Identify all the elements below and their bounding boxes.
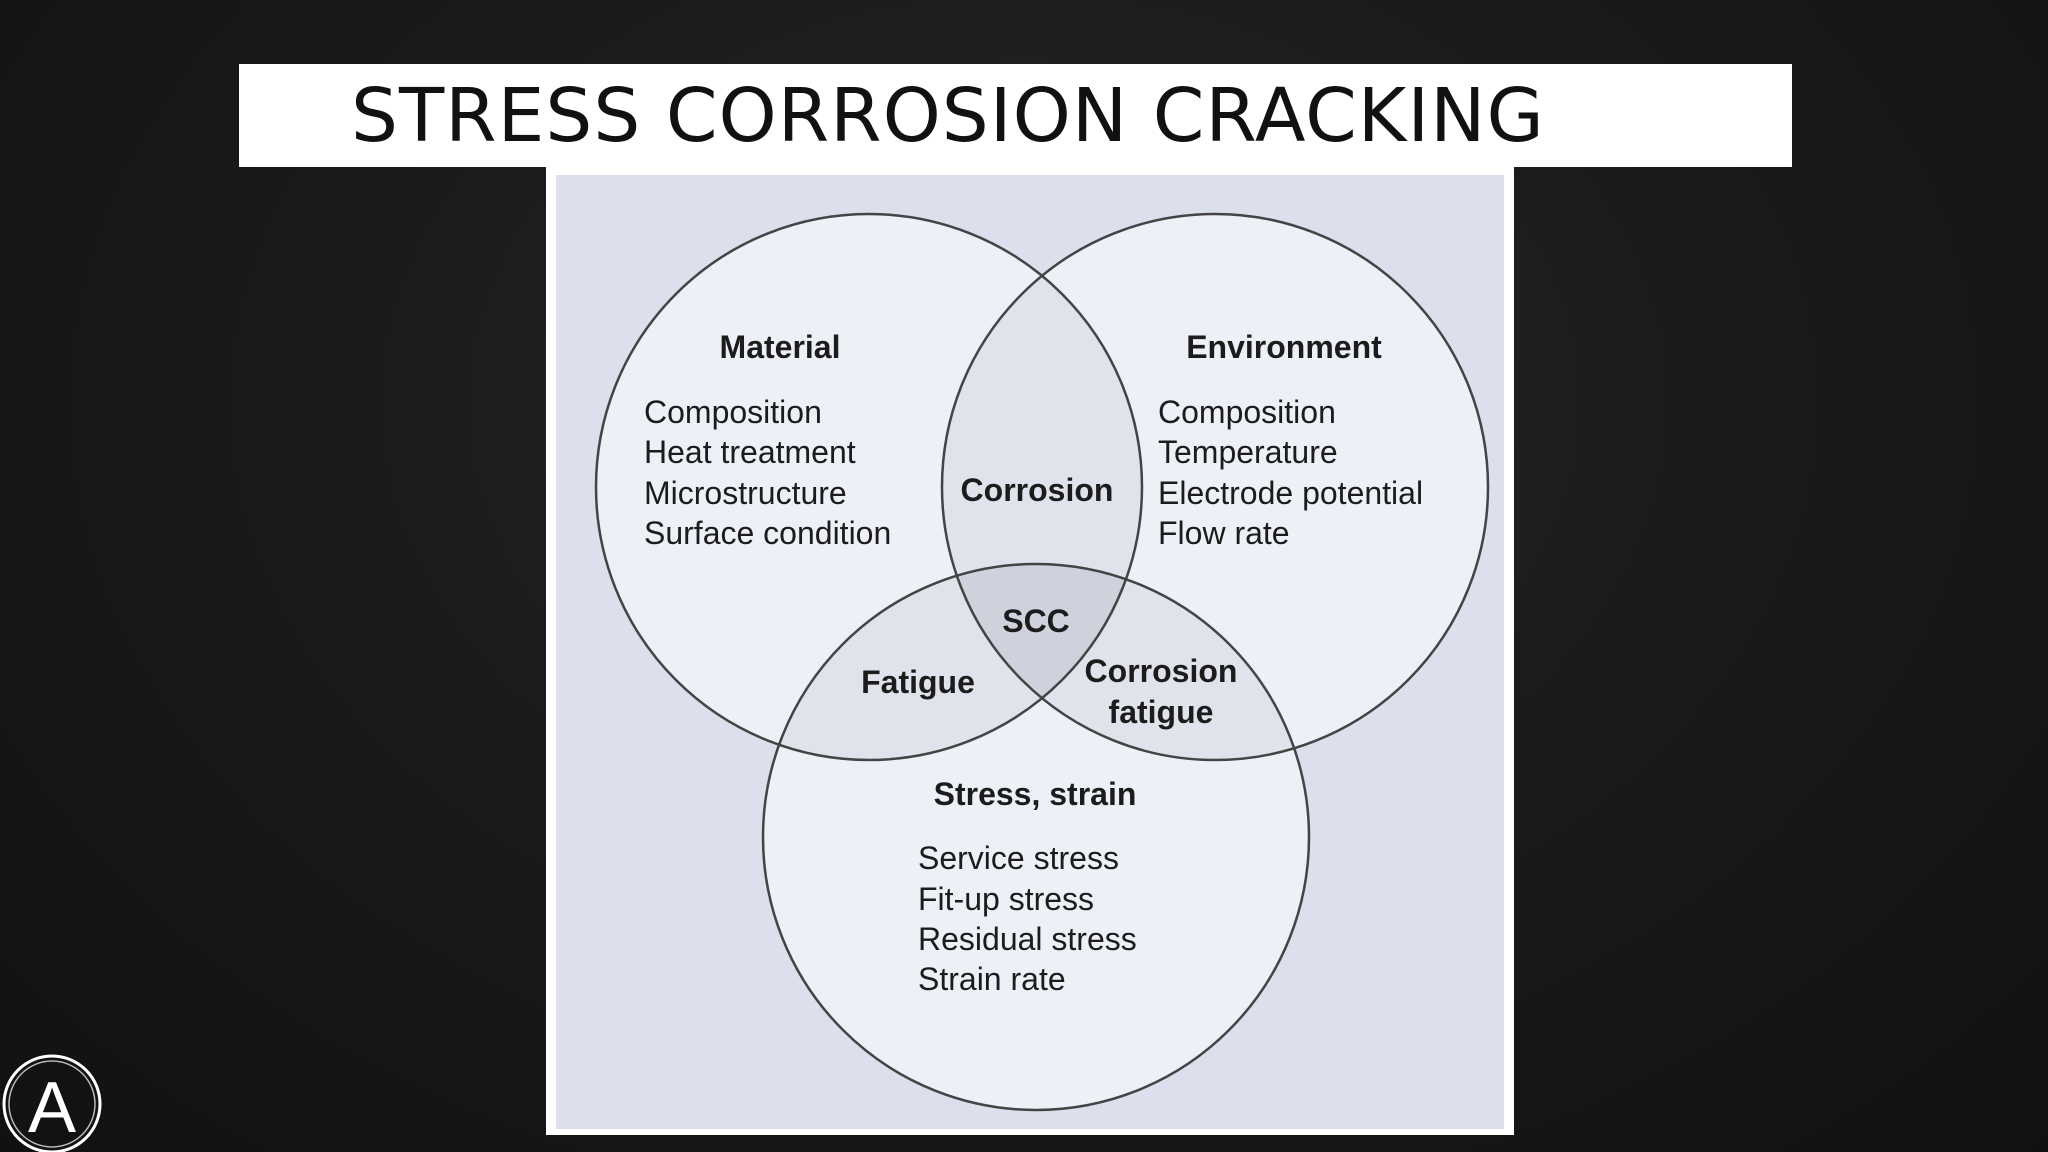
- environment-item: Temperature: [1158, 434, 1338, 470]
- corrosion-fatigue-overlap: [942, 564, 1309, 760]
- title-banner: STRESS CORROSION CRACKING: [239, 64, 1792, 167]
- corrosion-label: Corrosion: [961, 472, 1114, 508]
- environment-circle: [940, 212, 1490, 762]
- stress-heading: Stress, strain: [934, 776, 1137, 812]
- stress-circle: [761, 562, 1311, 1112]
- stress-item: Residual stress: [918, 921, 1137, 957]
- environment-heading: Environment: [1186, 329, 1382, 365]
- environment-item: Electrode potential: [1158, 475, 1423, 511]
- material-circle: [594, 212, 1144, 762]
- stress-item: Service stress: [918, 840, 1119, 876]
- fatigue-label: Fatigue: [861, 664, 975, 700]
- environment-item: Flow rate: [1158, 515, 1290, 551]
- fatigue-overlap: [763, 564, 1142, 760]
- stress-item: Strain rate: [918, 961, 1066, 997]
- venn-diagram: Material Composition Heat treatment Micr…: [556, 175, 1504, 1129]
- scc-label: SCC: [1002, 603, 1070, 639]
- logo-a-icon: A: [2, 1054, 102, 1152]
- environment-item: Composition: [1158, 394, 1336, 430]
- presenter-logo: A: [0, 1052, 104, 1152]
- material-item: Composition: [644, 394, 822, 430]
- material-heading: Material: [720, 329, 841, 365]
- slide-title: STRESS CORROSION CRACKING: [351, 73, 1545, 159]
- corrosion-fatigue-label-line2: fatigue: [1109, 694, 1214, 730]
- venn-figure: Material Composition Heat treatment Micr…: [546, 167, 1514, 1135]
- material-item: Surface condition: [644, 515, 891, 551]
- material-item: Heat treatment: [644, 434, 856, 470]
- logo-letter: A: [28, 1068, 76, 1148]
- corrosion-fatigue-label-line1: Corrosion: [1085, 653, 1238, 689]
- stress-item: Fit-up stress: [918, 881, 1094, 917]
- material-item: Microstructure: [644, 475, 847, 511]
